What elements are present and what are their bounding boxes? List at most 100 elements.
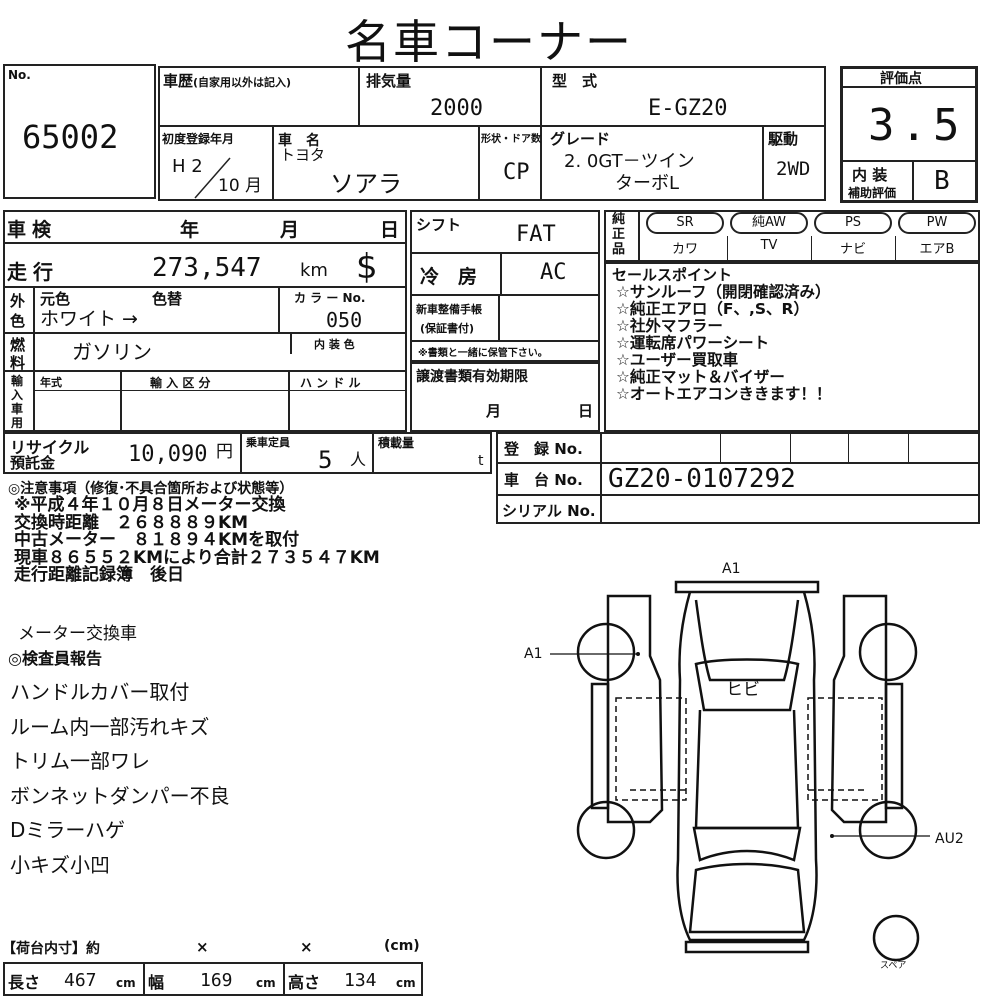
sales-points-box [604,262,980,432]
ac-value: AC [540,260,567,285]
shape-value: CP [503,160,530,185]
fuel-value: ガソリン [72,340,152,364]
grade-line1: 2. 0GT－ツイン [564,151,695,172]
notes-header: ◎注意事項（修復･不具合箇所および状態等） [8,481,294,497]
color-value: ホワイト → [40,308,138,330]
mileage-value: 273,547 [152,253,262,283]
mileage-label: 走行 [7,260,59,284]
width-unit: cm [256,976,276,990]
color-label-1: 外 [10,292,26,310]
sales-point: ☆純正エアロ（F、,S、R） [616,300,809,318]
score-box [840,66,978,203]
sales-point: ☆社外マフラー [616,317,723,335]
height-value: 134 [344,970,377,991]
warranty-label-1: 新車整備手帳 [416,303,482,316]
transfer-day: 日 [578,402,594,420]
dimensions-box [3,962,423,996]
cargo-x1: × [196,938,209,956]
sales-points-label: セールスポイント [612,266,733,284]
first-reg-slash [194,157,231,199]
sales-point: ☆純正マット＆バイザー [616,368,785,386]
sales-points-list: ☆サンルーフ（開閉確認済み） ☆純正エアロ（F、,S、R） ☆社外マフラー ☆運… [616,284,831,403]
transfer-label: 譲渡書類有効期限 [416,369,528,385]
diagram-label-left: A1 [524,646,543,662]
note-line: 走行距離記録簿 後日 [14,565,184,585]
cargo-label: 【荷台内寸】約 [2,941,100,957]
recycle-value: 10,090 [128,442,208,467]
diagram-spare-label: スペア [880,961,907,971]
warranty-note: ※書類と一緒に保管下さい。 [418,348,548,359]
recycle-box [3,432,492,474]
history-note: (自家用以外は記入) [193,76,292,89]
sales-point: ☆運転席パワーシート [616,334,770,352]
equip-navi: ナビ [839,242,866,257]
car-name-label: 車 名 [278,133,320,149]
mileage-mark: $ [356,247,378,287]
recycle-label-2: 預託金 [10,454,56,472]
inspection-year: 年 [180,219,200,241]
capacity-value: 5 [318,446,333,474]
note-line: 交換時距離 ２６８８８９KM [14,512,249,533]
recycle-unit: 円 [216,442,233,462]
load-unit: t [478,453,484,469]
equipment-box [604,210,980,262]
drive-value: 2WD [776,158,811,180]
height-label: 高さ [288,973,321,992]
diagram-label-right: AU2 [935,831,964,847]
load-label: 積載量 [378,436,415,450]
inspection-month: 月 [280,219,300,241]
cargo-x2: × [300,938,313,956]
color-code-label: カ ラ ー No. [294,291,366,305]
length-value: 467 [64,970,97,991]
inspector-list: ハンドルカバー取付 ルーム内一部汚れキズ トリム一部ワレ ボンネットダンパー不良… [10,675,230,882]
sales-point: ☆オートエアコンききます！！ [616,385,832,403]
chassis-value: GZ20-0107292 [608,464,796,494]
width-label: 幅 [148,973,165,992]
inspector-item: トリム一部ワレ [10,749,150,773]
import-year-label: 年式 [40,376,62,389]
lot-no-label: No. [8,68,31,82]
car-name: ソアラ [330,170,402,198]
note-line: ※平成４年１０月８日メーター交換 [14,495,286,515]
transfer-box [410,362,600,432]
diagram-label-top: A1 [722,561,741,577]
shift-value: FAT [516,222,556,247]
interior-label-2: 補助評価 [848,186,897,200]
ac-label: 冷 房 [420,266,478,288]
import-handle-label: ハ ン ド ル [300,376,361,390]
interior-score: B [934,166,950,196]
notes-list: ※平成４年１０月８日メーター交換 交換時距離 ２６８８８９KM 中古メーター ８… [14,495,380,585]
lot-box [3,64,156,199]
sales-point: ☆サンルーフ（開閉確認済み） [616,283,831,301]
sales-point: ☆ユーザー買取車 [616,351,739,369]
first-reg-label: 初度登録年月 [162,132,235,146]
model-label: 型 式 [552,72,598,90]
inspector-item: ボンネットダンパー不良 [10,783,230,808]
color-change-label: 色替 [152,290,183,308]
warranty-label-2: (保証書付) [420,322,475,335]
color-code: 050 [326,308,363,332]
width-value: 169 [200,970,233,991]
length-unit: cm [116,976,136,990]
inspector-item: ハンドルカバー取付 [10,680,190,704]
shape-label: 形状・ドア数 [481,134,541,145]
model-value: E-GZ20 [648,96,728,121]
inspector-item: 小キズ小凹 [10,852,110,877]
color-orig-label: 元色 [40,290,71,308]
drive-label: 駆動 [768,130,799,148]
recycle-label-1: リサイクル [10,438,90,457]
equip-airbag: エアB [919,242,955,257]
equip-sr: SR [646,212,724,234]
score-label: 評価点 [880,71,922,87]
registration-box [496,432,980,524]
history-label-text: 車歴 [163,72,194,90]
equip-aw: 純AW [730,212,808,234]
shift-label: シフト [416,216,462,234]
fuel-label-1: 燃 [10,336,26,354]
import-class-label: 輸 入 区 分 [150,376,211,390]
history-label: 車歴(自家用以外は記入) [163,70,291,91]
transfer-month: 月 [486,402,502,420]
inspector-header: ◎検査員報告 [8,649,102,668]
vehicle-info-box [158,66,826,201]
note-line: 現車８６５５２KMにより合計２７３５４７KM [14,547,380,568]
